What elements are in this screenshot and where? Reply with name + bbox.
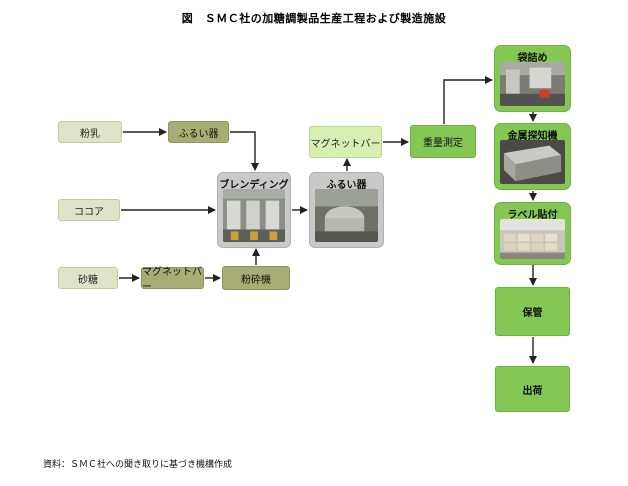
node-label: 袋詰め <box>517 53 548 64</box>
node-sieve-2: ふるい器 <box>309 172 384 248</box>
detector-photo <box>500 140 565 184</box>
node-label: ふるい器 <box>326 180 367 191</box>
bagging-photo <box>500 62 565 106</box>
node-magnet-bar-1: マグネットバー <box>141 267 204 293</box>
node-label: 保管 <box>522 308 543 319</box>
node-storage: 保管 <box>495 287 570 336</box>
node-bagging: 袋詰め <box>494 45 571 112</box>
node-grinder: 粉砕機 <box>222 266 290 290</box>
node-label: ココア <box>74 206 104 218</box>
node-shipping: 出荷 <box>495 366 570 412</box>
node-sieve-1: ふるい器 <box>168 121 229 143</box>
node-label: ふるい器 <box>178 128 219 140</box>
node-magnet-bar-2: マグネットバー <box>309 126 382 158</box>
node-label: 金属探知機 <box>507 131 558 142</box>
node-sugar: 砂糖 <box>58 267 118 289</box>
blending-photo <box>223 189 285 242</box>
node-blending: ブレンディング <box>217 172 291 248</box>
node-metal-detector: 金属探知機 <box>494 123 571 190</box>
node-label: ブレンディング <box>219 180 289 191</box>
arrow-weighing-to-bagging <box>443 76 493 124</box>
labeling-photo <box>500 219 565 259</box>
sieve-photo <box>315 189 378 242</box>
diagram-title: 図 ＳＭＣ社の加糖調製品生産工程および製造施設 <box>181 12 447 25</box>
node-label: ラベル貼付 <box>507 210 558 221</box>
node-labeling: ラベル貼付 <box>494 202 571 265</box>
node-label: 出荷 <box>522 385 543 397</box>
node-label: 砂糖 <box>78 274 98 286</box>
node-milk-powder: 粉乳 <box>58 121 122 143</box>
node-label: マグネットバー <box>310 138 381 150</box>
node-cocoa: ココア <box>58 199 120 221</box>
source-note: 資料：ＳＭＣ社への聞き取りに基づき機構作成 <box>43 460 233 470</box>
node-label: 重量測定 <box>423 138 463 149</box>
node-label: 粉砕機 <box>241 274 271 286</box>
node-weighing: 重量測定 <box>410 125 476 158</box>
node-label: マグネットバー <box>142 267 202 293</box>
node-label: 粉乳 <box>80 128 100 140</box>
arrow-sieve-to-blending <box>230 131 259 171</box>
